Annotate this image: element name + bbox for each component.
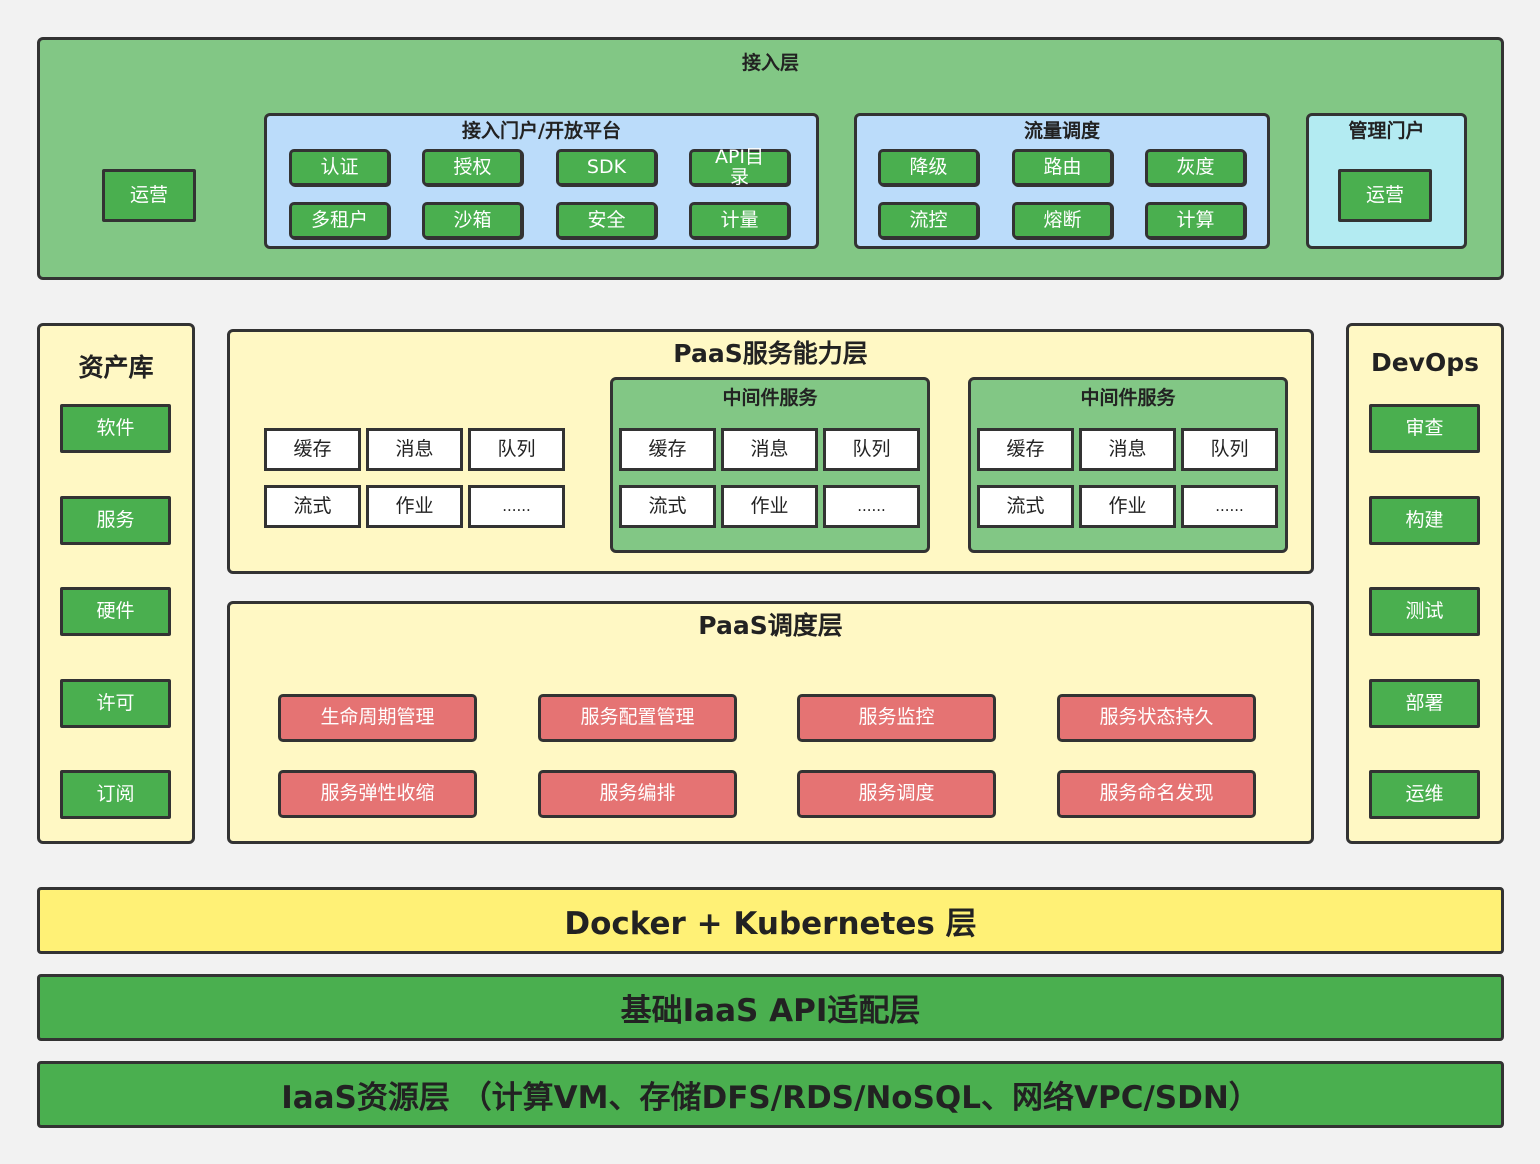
mw1-message-button[interactable]: 消息 <box>721 428 818 471</box>
traffic-title: 流量调度 <box>1023 120 1100 142</box>
devops-operate-button[interactable]: 运维 <box>1369 770 1480 819</box>
mw1-queue-button[interactable]: 队列 <box>823 428 920 471</box>
base-cache-button[interactable]: 缓存 <box>264 428 361 471</box>
portal-api-catalog-button[interactable]: API目录 <box>689 147 790 186</box>
asset-software-button[interactable]: 软件 <box>60 404 171 453</box>
iaas-resource-layer: IaaS资源层 （计算VM、存储DFS/RDS/NoSQL、网络VPC/SDN） <box>37 1061 1504 1128</box>
base-more-button[interactable]: ...... <box>468 485 565 528</box>
lifecycle-management-button[interactable]: 生命周期管理 <box>278 694 477 742</box>
portal-sandbox-button[interactable]: 沙箱 <box>422 202 523 239</box>
traffic-routing-button[interactable]: 路由 <box>1012 149 1113 186</box>
service-orchestration-button[interactable]: 服务编排 <box>538 770 737 818</box>
service-discovery-button[interactable]: 服务命名发现 <box>1057 770 1256 818</box>
asset-license-button[interactable]: 许可 <box>60 679 171 728</box>
asset-service-button[interactable]: 服务 <box>60 496 171 545</box>
traffic-canary-button[interactable]: 灰度 <box>1145 149 1246 186</box>
mw2-queue-button[interactable]: 队列 <box>1181 428 1278 471</box>
mw1-stream-button[interactable]: 流式 <box>619 485 716 528</box>
paas-capability-title: PaaS服务能力层 <box>673 339 868 368</box>
mw1-more-button[interactable]: ...... <box>823 485 920 528</box>
portal-metering-button[interactable]: 计量 <box>689 202 790 239</box>
traffic-compute-button[interactable]: 计算 <box>1145 202 1246 239</box>
portal-multitenant-button[interactable]: 多租户 <box>289 202 390 239</box>
access-portal-title: 接入门户/开放平台 <box>462 120 621 142</box>
base-job-button[interactable]: 作业 <box>366 485 463 528</box>
mw1-job-button[interactable]: 作业 <box>721 485 818 528</box>
devops-title: DevOps <box>1370 348 1480 377</box>
paas-scheduling-title: PaaS调度层 <box>698 611 843 640</box>
asset-repo-panel: 资产库 <box>37 323 195 844</box>
service-state-persistence-button[interactable]: 服务状态持久 <box>1057 694 1256 742</box>
asset-subscription-button[interactable]: 订阅 <box>60 770 171 819</box>
asset-hardware-button[interactable]: 硬件 <box>60 587 171 636</box>
mw2-job-button[interactable]: 作业 <box>1079 485 1176 528</box>
base-message-button[interactable]: 消息 <box>366 428 463 471</box>
base-queue-button[interactable]: 队列 <box>468 428 565 471</box>
mw1-cache-button[interactable]: 缓存 <box>619 428 716 471</box>
devops-test-button[interactable]: 测试 <box>1369 587 1480 636</box>
devops-deploy-button[interactable]: 部署 <box>1369 679 1480 728</box>
devops-build-button[interactable]: 构建 <box>1369 496 1480 545</box>
portal-security-button[interactable]: 安全 <box>556 202 657 239</box>
base-stream-button[interactable]: 流式 <box>264 485 361 528</box>
service-scheduling-button[interactable]: 服务调度 <box>797 770 996 818</box>
docker-kubernetes-layer: Docker + Kubernetes 层 <box>37 887 1504 954</box>
service-config-management-button[interactable]: 服务配置管理 <box>538 694 737 742</box>
portal-auth-button[interactable]: 认证 <box>289 149 390 186</box>
portal-authorize-button[interactable]: 授权 <box>422 149 523 186</box>
mw2-stream-button[interactable]: 流式 <box>977 485 1074 528</box>
middleware-title: 中间件服务 <box>722 387 818 409</box>
admin-portal-title: 管理门户 <box>1348 120 1425 142</box>
traffic-circuit-breaker-button[interactable]: 熔断 <box>1012 202 1113 239</box>
portal-sdk-button[interactable]: SDK <box>556 149 657 186</box>
traffic-degrade-button[interactable]: 降级 <box>878 149 979 186</box>
traffic-flow-control-button[interactable]: 流控 <box>878 202 979 239</box>
devops-review-button[interactable]: 审查 <box>1369 404 1480 453</box>
mw2-message-button[interactable]: 消息 <box>1079 428 1176 471</box>
asset-repo-title: 资产库 <box>78 353 154 382</box>
middleware-title: 中间件服务 <box>1080 387 1176 409</box>
access-ops-button[interactable]: 运营 <box>102 169 196 222</box>
mw2-more-button[interactable]: ...... <box>1181 485 1278 528</box>
access-layer-title: 接入层 <box>741 52 799 74</box>
iaas-api-adapter-layer: 基础IaaS API适配层 <box>37 974 1504 1041</box>
mw2-cache-button[interactable]: 缓存 <box>977 428 1074 471</box>
devops-panel: DevOps <box>1346 323 1504 844</box>
admin-ops-button[interactable]: 运营 <box>1338 169 1432 222</box>
service-elastic-scaling-button[interactable]: 服务弹性收缩 <box>278 770 477 818</box>
service-monitoring-button[interactable]: 服务监控 <box>797 694 996 742</box>
